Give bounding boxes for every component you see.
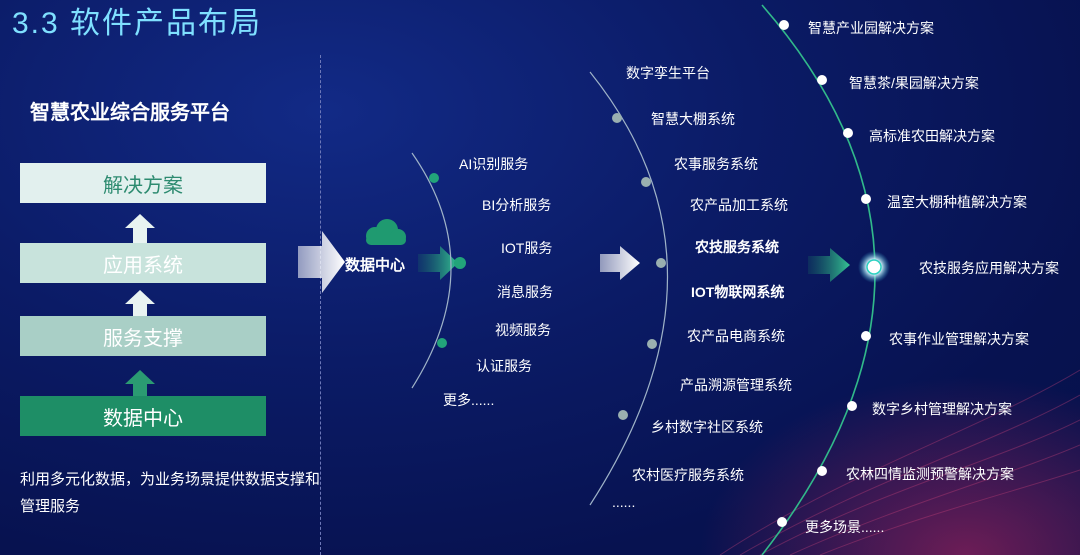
services-arc-nodes xyxy=(429,173,466,348)
platform-description: 利用多元化数据，为业务场景提供数据支撑和管理服务 xyxy=(20,471,321,515)
service-item: BI分析服务 xyxy=(482,197,552,213)
right-arrow-icon xyxy=(298,231,345,293)
section-divider xyxy=(320,55,321,555)
solutions-focus-node xyxy=(866,259,882,275)
up-arrow-icon xyxy=(125,290,155,316)
solution-item-more: 更多场景...... xyxy=(805,519,885,535)
right-arrow-icon xyxy=(600,246,640,280)
systems-arc-nodes xyxy=(612,113,666,420)
stack-layer-solutions: 解决方案 xyxy=(20,163,266,203)
system-item: 乡村数字社区系统 xyxy=(651,419,763,435)
system-item: 产品溯源管理系统 xyxy=(680,377,792,393)
cloud-icon xyxy=(366,219,406,245)
service-item: 消息服务 xyxy=(497,284,553,300)
system-item: 数字孪生平台 xyxy=(626,65,710,81)
system-item: 农产品电商系统 xyxy=(687,328,785,344)
system-item-more: ...... xyxy=(612,494,636,510)
decorative-waves xyxy=(719,369,1080,555)
service-item: 认证服务 xyxy=(476,358,532,374)
page-title: 3.3 软件产品布局 xyxy=(12,7,263,40)
solution-item: 温室大棚种植解决方案 xyxy=(887,194,1027,210)
up-arrow-icon xyxy=(125,214,155,243)
service-item: IOT服务 xyxy=(501,240,553,256)
solution-item: 智慧产业园解决方案 xyxy=(808,20,934,36)
solution-item: 农林四情监测预警解决方案 xyxy=(846,466,1014,482)
systems-arc xyxy=(589,71,668,506)
solutions-arc-nodes xyxy=(777,20,871,527)
solution-item: 智慧茶/果园解决方案 xyxy=(849,75,979,91)
solution-item: 农事作业管理解决方案 xyxy=(889,331,1029,347)
background-glow xyxy=(700,300,1080,555)
stack-layer-apps: 应用系统 xyxy=(20,243,266,283)
stack-layer-support: 服务支撑 xyxy=(20,316,266,356)
platform-subtitle: 智慧农业综合服务平台 xyxy=(30,102,230,124)
system-item: 智慧大棚系统 xyxy=(651,111,735,127)
stack-arrows xyxy=(125,214,155,316)
up-arrow-icon xyxy=(125,370,155,396)
solution-item-highlight: 农技服务应用解决方案 xyxy=(919,260,1059,276)
services-arc xyxy=(411,152,452,389)
system-item: 农事服务系统 xyxy=(674,156,758,172)
data-center-label: 数据中心 xyxy=(345,257,406,274)
system-item-highlight: IOT物联网系统 xyxy=(691,284,785,300)
service-item: 视频服务 xyxy=(495,322,551,338)
service-item: AI识别服务 xyxy=(459,156,529,172)
right-arrow-icon xyxy=(808,248,850,282)
solution-item: 数字乡村管理解决方案 xyxy=(872,401,1012,417)
service-item-more: 更多...... xyxy=(443,392,495,408)
system-item-highlight: 农技服务系统 xyxy=(695,239,779,255)
stack-layer-data-center: 数据中心 xyxy=(20,396,266,436)
solution-item: 高标准农田解决方案 xyxy=(869,128,995,144)
system-item: 农产品加工系统 xyxy=(690,197,788,213)
system-item: 农村医疗服务系统 xyxy=(632,467,744,483)
right-arrow-icon xyxy=(418,246,458,280)
